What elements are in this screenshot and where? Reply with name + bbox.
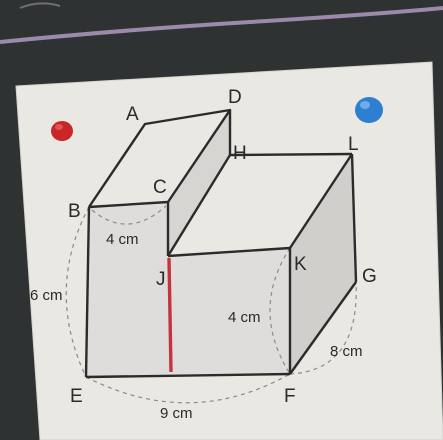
vertex-label-c: C: [153, 177, 167, 198]
edge-kl: [288, 153, 354, 249]
vertex-label-e: E: [70, 386, 83, 407]
dimension-bc: 4 cm: [106, 231, 139, 248]
vertex-label-a: A: [126, 104, 139, 125]
dimension-jk-height: 4 cm: [228, 309, 261, 326]
edge-jk: [167, 246, 291, 258]
blue-pin: [355, 97, 383, 123]
vertex-label-l: L: [348, 134, 359, 155]
arc-be: [65, 206, 90, 378]
paper-edge: [15, 61, 443, 440]
vertex-label-d: D: [228, 87, 242, 108]
arc-fg: [289, 281, 357, 375]
step-side-face: [168, 110, 230, 256]
edge-hl: [229, 152, 353, 157]
chalk-stroke: [0, 6, 443, 44]
edge-ef: [85, 372, 291, 379]
solid-edges: [84, 108, 358, 379]
dimension-ef: 9 cm: [160, 405, 193, 422]
dimension-fg: 8 cm: [330, 343, 363, 360]
edge-gf: [289, 281, 357, 375]
chalk-mark: [19, 2, 61, 9]
vertex-label-j: J: [156, 269, 166, 290]
highlight-edge-j: [167, 257, 173, 373]
vertex-label-f: F: [284, 386, 296, 407]
arc-kf: [269, 247, 291, 375]
vertex-label-k: K: [294, 254, 307, 275]
vertex-label-h: H: [233, 143, 247, 164]
vertex-label-g: G: [362, 266, 377, 287]
red-pin: [51, 121, 73, 141]
arc-bc: [91, 205, 167, 225]
front-left-face: [86, 202, 175, 377]
edge-be: [84, 206, 91, 378]
vertex-label-b: B: [68, 201, 81, 222]
front-right-face: [168, 248, 290, 374]
edge-lg: [350, 153, 358, 283]
dimension-be: 6 cm: [30, 287, 63, 304]
arc-ef: [85, 373, 291, 404]
edge-jh: [166, 154, 232, 257]
right-side-face: [290, 154, 356, 374]
